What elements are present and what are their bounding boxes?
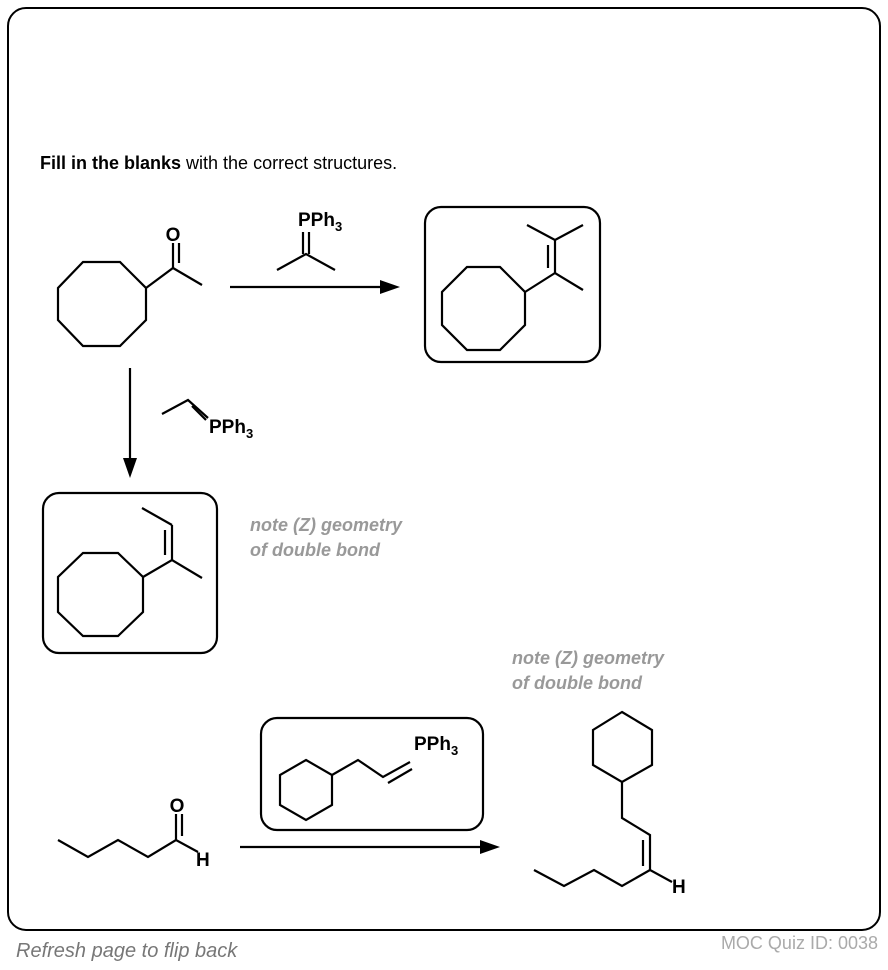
- note-z-geometry: note (Z) geometry: [512, 648, 665, 668]
- cyclooctyl-methyl-ketone: O: [56, 225, 203, 348]
- ppha-label: PPh3: [414, 734, 458, 758]
- ppha-label: PPh3: [209, 417, 253, 441]
- instructions: Fill in the blanks with the correct stru…: [40, 153, 397, 174]
- quiz-id: MOC Quiz ID: 0038: [720, 933, 878, 953]
- note-z-geometry-line2: of double bond: [250, 540, 381, 560]
- reaction3-reagent-answer-box: PPh3: [259, 716, 485, 832]
- refresh-hint: Refresh page to flip back: [16, 940, 238, 962]
- ppha-label: PPh3: [298, 210, 342, 234]
- product2-answer-box: [41, 491, 219, 655]
- hydrogen-label: H: [672, 877, 686, 898]
- reaction1-reagent: PPh3: [276, 210, 342, 271]
- hydrogen-label: H: [196, 850, 210, 871]
- oxygen-label: O: [170, 796, 185, 817]
- instructions-bold: Fill in the blanks: [40, 153, 182, 173]
- reaction2-reagent: PPh3: [161, 398, 253, 441]
- product3: H: [533, 710, 686, 898]
- card-border: [7, 7, 881, 931]
- reaction3-arrow: [240, 840, 500, 854]
- instructions-text: with the correct structures.: [181, 153, 398, 173]
- reaction1-arrow: [230, 280, 400, 294]
- pentanal: O H: [57, 796, 210, 871]
- note-z-geometry-line2: of double bond: [512, 673, 643, 693]
- product1-answer-box: [423, 205, 602, 364]
- reaction2-arrow: [123, 368, 137, 478]
- note-z-geometry: note (Z) geometry: [250, 515, 403, 535]
- oxygen-label: O: [166, 225, 181, 246]
